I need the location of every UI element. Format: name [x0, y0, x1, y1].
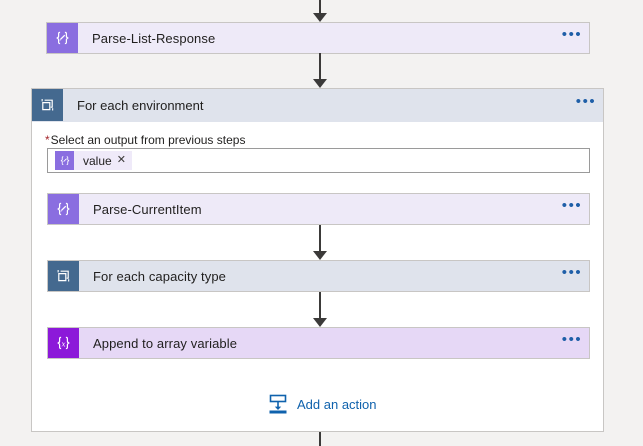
- overflow-menu-icon[interactable]: •••: [575, 93, 597, 110]
- token-chip-value[interactable]: value ✕: [55, 151, 132, 170]
- variable-icon: x: [48, 328, 79, 358]
- close-icon[interactable]: ✕: [116, 154, 126, 166]
- action-card-for-each-capacity-type[interactable]: For each capacity type •••: [47, 260, 590, 292]
- json-parse-icon: [55, 151, 74, 170]
- scope-title: For each environment: [77, 97, 204, 113]
- token-chip-label: value: [83, 153, 112, 168]
- scope-header-for-each-environment[interactable]: For each environment •••: [32, 89, 603, 122]
- overflow-menu-icon[interactable]: •••: [561, 26, 583, 43]
- connector-scope-bottom-outgoing: [308, 432, 332, 446]
- foreach-loop-icon: [32, 89, 63, 121]
- action-card-title: For each capacity type: [93, 268, 226, 284]
- overflow-menu-icon[interactable]: •••: [561, 264, 583, 281]
- action-card-title: Append to array variable: [93, 335, 238, 351]
- connector-line: [319, 53, 321, 80]
- json-parse-icon: [48, 194, 79, 224]
- action-card-title: Parse-List-Response: [92, 30, 216, 46]
- add-an-action-label: Add an action: [297, 396, 377, 412]
- connector-line: [319, 432, 321, 446]
- foreach-output-input[interactable]: value ✕: [47, 148, 590, 173]
- action-card-append-to-array-variable[interactable]: x Append to array variable •••: [47, 327, 590, 359]
- svg-text:x: x: [61, 339, 65, 348]
- overflow-menu-icon[interactable]: •••: [561, 197, 583, 214]
- foreach-input-label: *Select an output from previous steps: [45, 133, 245, 147]
- action-card-parse-list-response[interactable]: Parse-List-Response •••: [46, 22, 590, 54]
- action-card-title: Parse-CurrentItem: [93, 201, 202, 217]
- connector-parse-list-response-to-foreach-environment: [308, 53, 332, 88]
- required-asterisk: *: [45, 133, 50, 147]
- connector-arrowhead: [313, 79, 327, 88]
- insert-step-icon: [266, 392, 290, 416]
- connector-arrowhead: [313, 13, 327, 22]
- foreach-input-label-text: Select an output from previous steps: [50, 133, 246, 147]
- action-card-parse-current-item[interactable]: Parse-CurrentItem •••: [47, 193, 590, 225]
- overflow-menu-icon[interactable]: •••: [561, 331, 583, 348]
- connector-line: [319, 0, 321, 14]
- add-an-action-button[interactable]: Add an action: [266, 392, 377, 416]
- foreach-loop-icon: [48, 261, 79, 291]
- json-parse-icon: [47, 23, 78, 53]
- connector-top-to-parse-list-response: [308, 0, 332, 22]
